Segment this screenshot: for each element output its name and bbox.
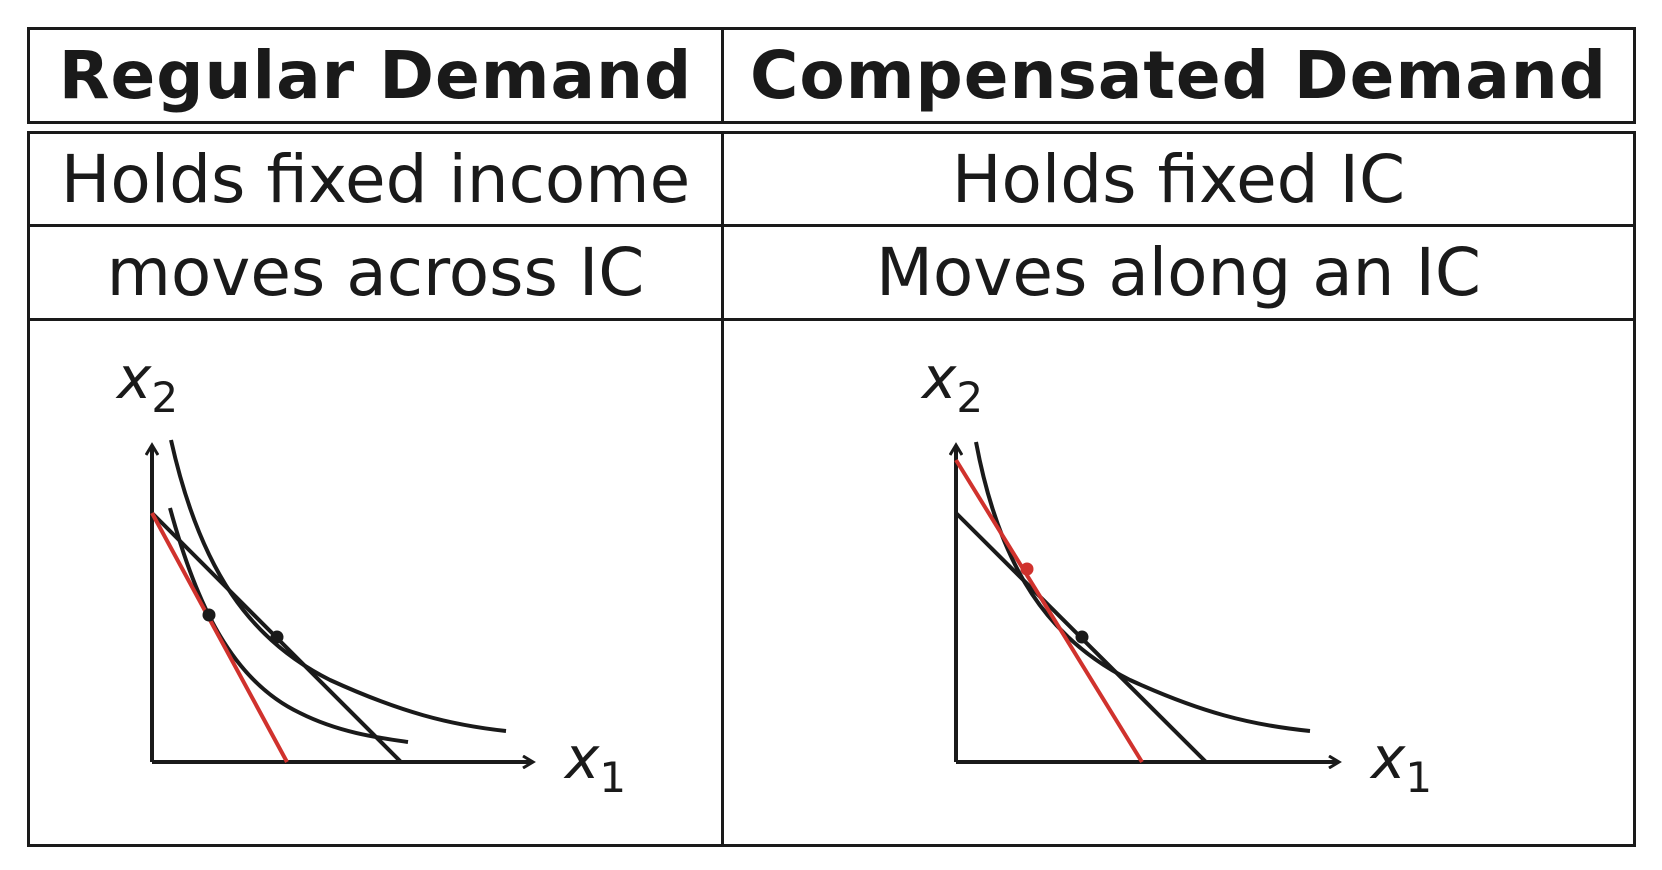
optimum-point-original — [270, 630, 284, 644]
rule-right-body — [1633, 131, 1636, 847]
y-axis-label-main: x — [115, 344, 152, 412]
rule-left-header — [27, 27, 30, 124]
rule-top — [27, 27, 1636, 30]
x-axis-label-main: x — [563, 724, 600, 792]
comparison-table: Regular Demand Compensated Demand Holds … — [27, 27, 1636, 847]
row2-regular: moves across IC — [106, 234, 645, 311]
rule-header-bottom-2 — [27, 131, 1636, 134]
rule-right-header — [1633, 27, 1636, 124]
rule-bottom — [27, 844, 1636, 847]
header-regular-demand: Regular Demand — [58, 37, 693, 114]
rule-header-bottom-1 — [27, 121, 1636, 124]
rule-row1-bottom — [27, 224, 1636, 227]
row1-regular: Holds fixed income — [60, 140, 691, 218]
y-axis-label: x2 — [115, 344, 178, 422]
indifference-curve-high — [169, 439, 507, 733]
x-axis-label: x1 — [563, 724, 626, 802]
rule-row2-bottom — [27, 318, 1636, 321]
row1-compensated: Holds fixed IC — [951, 140, 1406, 218]
x-axis-label-sub: 1 — [599, 753, 626, 802]
header-compensated-demand: Compensated Demand — [750, 37, 1607, 114]
row2-compensated: Moves along an IC — [875, 234, 1482, 311]
budget-line-new — [150, 512, 289, 763]
indifference-curve-low — [168, 507, 409, 744]
rule-mid-header — [721, 27, 724, 124]
rule-mid-body — [721, 131, 724, 847]
rule-left-body — [27, 131, 30, 847]
y-axis-label-sub: 2 — [151, 373, 178, 422]
optimum-point-new — [202, 608, 216, 622]
